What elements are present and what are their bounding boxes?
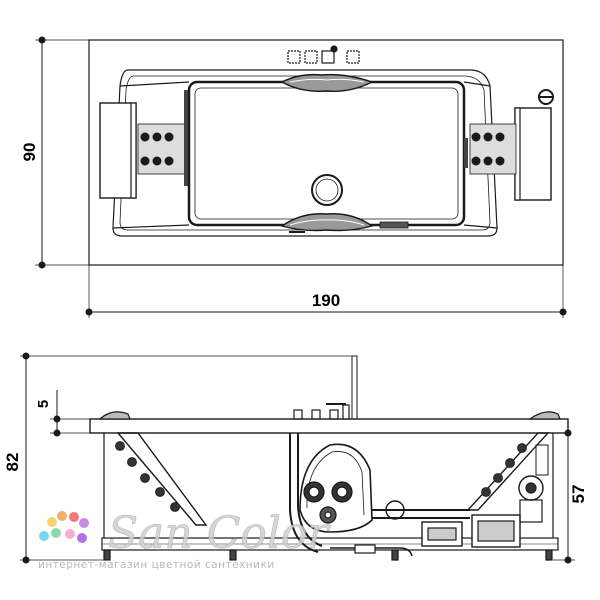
watermark-dot [47, 517, 57, 527]
control-panel [287, 50, 301, 64]
watermark-dot [57, 511, 67, 521]
side-rim-label: 5 [35, 400, 52, 408]
rim-controls [293, 409, 303, 420]
side-view-dimensions [20, 352, 575, 564]
drain [311, 174, 343, 206]
top-height-label: 90 [20, 143, 39, 162]
jet-nozzle-icon [140, 156, 150, 166]
jet-nozzle-icon [471, 132, 481, 142]
side-jet-icon [155, 487, 165, 497]
jet-nozzle-icon [495, 132, 505, 142]
jet-nozzle-icon [471, 156, 481, 166]
tub-outer-rim [88, 39, 564, 266]
watermark-logo-dots [39, 511, 89, 543]
top-width-label: 190 [312, 291, 340, 310]
tub-inner-outline [112, 69, 498, 237]
watermark-dot [51, 528, 61, 538]
side-jet-icon [170, 502, 180, 512]
side-jet-icon [517, 443, 527, 453]
side-rim [89, 418, 569, 434]
side-tub-height-label: 57 [569, 485, 588, 504]
side-jet-nozzles [115, 441, 527, 512]
watermark-dot [69, 512, 79, 522]
top-view-dimensions [35, 36, 567, 318]
top-view [88, 39, 564, 266]
watermark-dot [79, 518, 89, 528]
side-jet-icon [493, 473, 503, 483]
side-total-height-label: 82 [3, 453, 22, 472]
faucet-spout [351, 355, 358, 420]
watermark-dot [77, 533, 87, 543]
jet-nozzle-icon [164, 132, 174, 142]
bottom-pillow [280, 213, 374, 232]
side-jet-icon [481, 487, 491, 497]
top-pillow [280, 73, 374, 92]
side-jet-icon [127, 457, 137, 467]
watermark-subtitle: интернет-магазин цветной сантехники [38, 559, 275, 571]
side-jet-icon [140, 473, 150, 483]
faucet-slot [379, 221, 409, 229]
left-headrest [99, 102, 137, 199]
side-jet-icon [115, 441, 125, 451]
jet-nozzle-icon [495, 156, 505, 166]
jet-nozzle-icon [152, 156, 162, 166]
side-view [89, 355, 569, 561]
watermark-dot [65, 529, 75, 539]
right-tub-wall [466, 432, 550, 511]
side-jet-icon [505, 458, 515, 468]
jet-nozzle-icon [164, 156, 174, 166]
watermark-dot [39, 531, 49, 541]
left-tub-wall [116, 432, 208, 526]
jet-nozzles [140, 132, 505, 166]
right-jet-panel [469, 123, 517, 175]
jet-nozzle-icon [483, 156, 493, 166]
jet-nozzle-icon [140, 132, 150, 142]
left-jet-panel [137, 123, 187, 175]
watermark-brand: San Color [108, 508, 331, 559]
jet-nozzle-icon [152, 132, 162, 142]
pump-housing [299, 443, 373, 533]
jet-nozzle-icon [483, 132, 493, 142]
